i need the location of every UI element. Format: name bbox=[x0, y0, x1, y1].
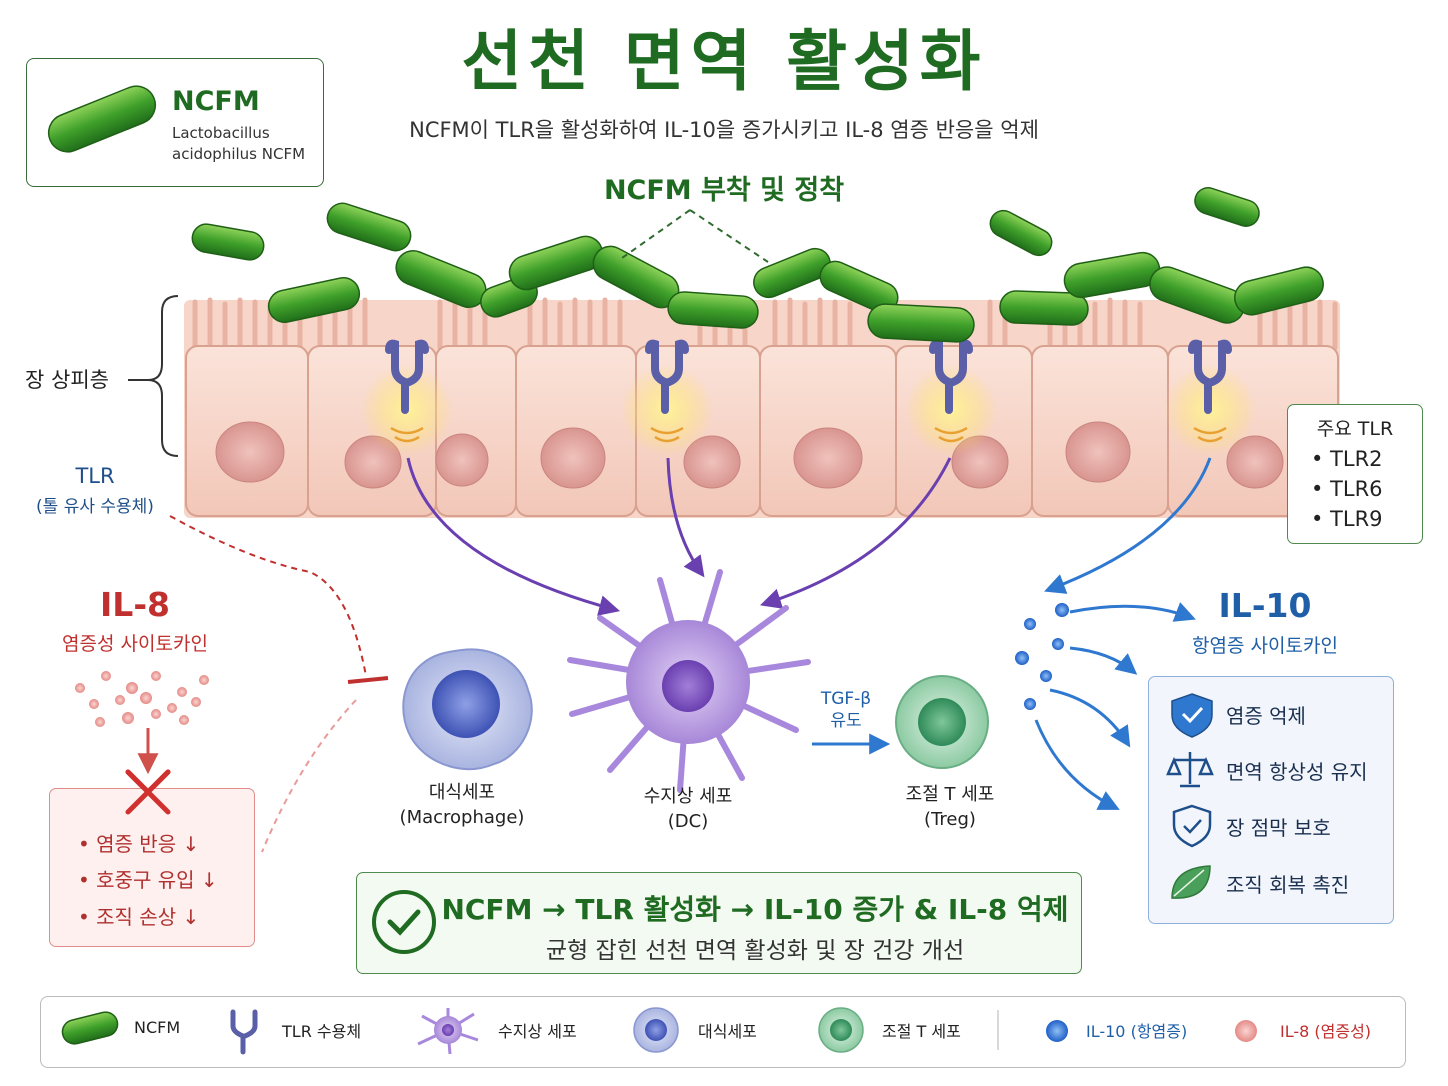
tlr-list-box bbox=[1287, 404, 1423, 544]
page-subtitle: NCFM이 TLR을 활성화하여 IL-10을 증가시키고 IL-8 염증 반응… bbox=[409, 118, 1039, 142]
summary-subline: 균형 잡힌 선천 면역 활성화 및 장 건강 개선 bbox=[545, 938, 965, 964]
legend-il10-label: IL-10 (항염증) bbox=[1086, 1022, 1188, 1041]
legend-tlr-label: TLR 수용체 bbox=[282, 1022, 362, 1041]
macrophage-name: 대식세포 bbox=[428, 782, 496, 803]
tgfb-label: TGF-β 유도 bbox=[806, 688, 886, 732]
legend-treg-label: 조절 T 세포 bbox=[882, 1022, 961, 1041]
treg-cell bbox=[895, 675, 989, 769]
il8-title: IL-8 bbox=[100, 585, 170, 624]
epithelium-label: 장 상피층 bbox=[25, 368, 109, 392]
tlr-to-il10-arrow bbox=[1044, 457, 1212, 594]
tlr-inhibition-line bbox=[169, 515, 367, 677]
tlr-to-dc-arrows bbox=[406, 457, 952, 616]
il10-effect-item: 염증 억제 bbox=[1226, 704, 1306, 728]
il10-effect-item: 장 점막 보호 bbox=[1226, 816, 1331, 840]
il8-effect-item: • 조직 손상 ↓ bbox=[78, 905, 200, 929]
tlr-label: TLR bbox=[75, 464, 115, 488]
il10-effect-item: 면역 항상성 유지 bbox=[1226, 760, 1368, 784]
legend-dc-label: 수지상 세포 bbox=[498, 1022, 577, 1041]
tlr-list-item: • TLR9 bbox=[1311, 507, 1383, 531]
treg-latin: (Treg) bbox=[924, 809, 976, 830]
macrophage-label: 대식세포 (Macrophage) bbox=[362, 780, 562, 830]
epithelial-cells bbox=[185, 345, 1339, 517]
ncfm-box-species-line2: acidophilus NCFM bbox=[172, 145, 306, 163]
epithelial-nuclei bbox=[215, 421, 1284, 489]
tgfb-line1: TGF-β bbox=[820, 689, 872, 709]
tlr-receptor-1 bbox=[361, 339, 453, 456]
il8-subtitle: 염증성 사이토카인 bbox=[62, 633, 208, 655]
legend-macrophage-label: 대식세포 bbox=[698, 1022, 757, 1041]
tlr-sublabel: (톨 유사 수용체) bbox=[36, 497, 154, 517]
dc-latin: (DC) bbox=[667, 811, 709, 832]
il10-effect-item: 조직 회복 촉진 bbox=[1226, 873, 1350, 897]
tgfb-line2: 유도 bbox=[830, 711, 862, 731]
dc-name: 수지상 세포 bbox=[643, 786, 733, 807]
tlr-list-item: • TLR2 bbox=[1311, 447, 1383, 471]
il8-dots bbox=[75, 671, 209, 727]
treg-name: 조절 T 세포 bbox=[905, 784, 995, 805]
il8-effect-item: • 염증 반응 ↓ bbox=[78, 832, 200, 856]
ncfm-bacteria-cluster bbox=[191, 187, 1324, 343]
tlr-receptor-2 bbox=[621, 339, 713, 456]
inhibition-bar bbox=[347, 676, 389, 684]
macrophage-latin: (Macrophage) bbox=[399, 807, 525, 828]
legend-il8-label: IL-8 (염증성) bbox=[1280, 1022, 1372, 1041]
tlr-list-title: 주요 TLR bbox=[1316, 418, 1394, 440]
epithelium-bracket bbox=[147, 295, 179, 457]
treg-label: 조절 T 세포 (Treg) bbox=[850, 782, 1050, 832]
macrophage-cell bbox=[402, 648, 533, 771]
ncfm-box-title: NCFM bbox=[172, 86, 260, 117]
tlr-receptor-4 bbox=[1164, 339, 1256, 456]
page-title: 선천 면역 활성화 bbox=[461, 23, 987, 100]
tlr-receptor-3 bbox=[905, 339, 997, 456]
il10-title: IL-10 bbox=[1218, 586, 1312, 625]
dc-label: 수지상 세포 (DC) bbox=[588, 784, 788, 834]
il10-subtitle: 항염증 사이토카인 bbox=[1192, 635, 1338, 657]
il8-effect-item: • 호중구 유입 ↓ bbox=[78, 868, 218, 892]
legend-box bbox=[40, 996, 1406, 1068]
summary-headline: NCFM → TLR 활성화 → IL-10 증가 & IL-8 억제 bbox=[441, 893, 1069, 926]
il10-dots bbox=[1015, 603, 1069, 710]
macrophage-to-il8-dashed bbox=[261, 699, 357, 853]
adhesion-label: NCFM 부착 및 정착 bbox=[603, 175, 845, 206]
il10-arrows bbox=[1034, 602, 1196, 810]
legend-ncfm-label: NCFM bbox=[134, 1018, 181, 1037]
adhesion-pointer-lines bbox=[621, 209, 769, 263]
dendritic-cell bbox=[567, 569, 811, 793]
tlr-list-item: • TLR6 bbox=[1311, 477, 1383, 501]
ncfm-box-species-line1: Lactobacillus bbox=[172, 124, 270, 142]
summary-box bbox=[356, 872, 1082, 974]
